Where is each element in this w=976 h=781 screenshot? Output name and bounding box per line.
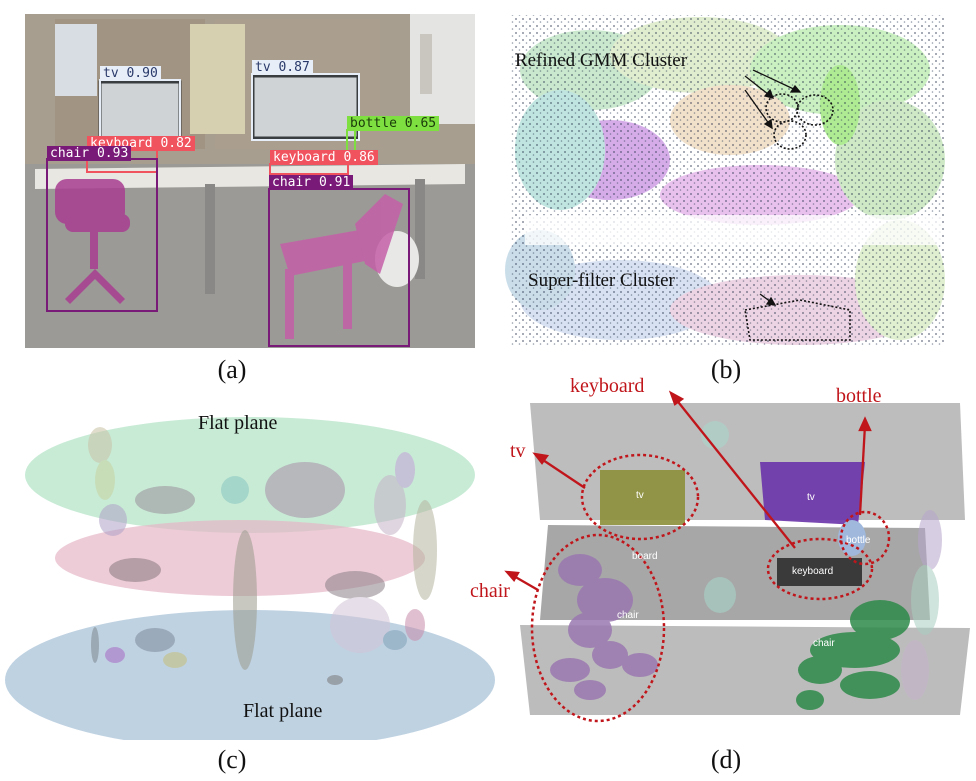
- det-label-tv-2: tv 0.87: [252, 60, 313, 75]
- caption-d: (d): [710, 745, 742, 774]
- annot-refined-gmm-cluster: Refined GMM Cluster: [515, 50, 688, 71]
- annot-super-filter-cluster: Super-filter Cluster: [528, 270, 675, 291]
- annot-keyboard: keyboard: [570, 375, 645, 397]
- annot-tv: tv: [510, 440, 526, 462]
- annot-bottle: bottle: [836, 385, 882, 407]
- map-tag-chair-1: chair: [617, 610, 639, 621]
- panel-c-flat-planes: Flat plane Flat plane: [5, 390, 500, 740]
- map-tag-chair-2: chair: [813, 638, 835, 649]
- panel-d-map-scene: [504, 390, 970, 723]
- caption-c: (c): [217, 745, 247, 774]
- annot-chair: chair: [470, 580, 510, 602]
- det-label-keyboard-2: keyboard 0.86: [270, 150, 378, 165]
- panel-c-plane-scene: [5, 417, 495, 740]
- map-tag-keyboard: keyboard: [792, 566, 834, 577]
- panel-a-detection-photo: tv 0.90 tv 0.87 keyboard 0.82 keyboard 0…: [25, 14, 475, 348]
- panel-d-semantic-map: tv tv board keyboard bottle chair chair …: [460, 370, 976, 745]
- det-label-chair-1: chair 0.93: [47, 146, 132, 161]
- caption-b: (b): [710, 355, 742, 384]
- panel-a-scene: [25, 14, 475, 348]
- det-label-tv-1: tv 0.90: [100, 66, 161, 81]
- map-tag-bottle: bottle: [846, 535, 871, 546]
- plane-label-top: Flat plane: [198, 412, 278, 434]
- map-tag-tv-1: tv: [636, 490, 644, 501]
- map-tag-tv-2: tv: [807, 492, 815, 503]
- panel-b-ellipsoid-cloud: [505, 15, 945, 345]
- det-label-chair-2: chair 0.91: [269, 175, 354, 190]
- map-tag-board: board: [632, 551, 658, 562]
- caption-a: (a): [217, 355, 247, 384]
- det-label-bottle: bottle 0.65: [347, 116, 440, 131]
- panel-b-gmm-clusters: Refined GMM Cluster Super-filter Cluster: [500, 10, 955, 355]
- plane-label-bottom: Flat plane: [243, 700, 323, 722]
